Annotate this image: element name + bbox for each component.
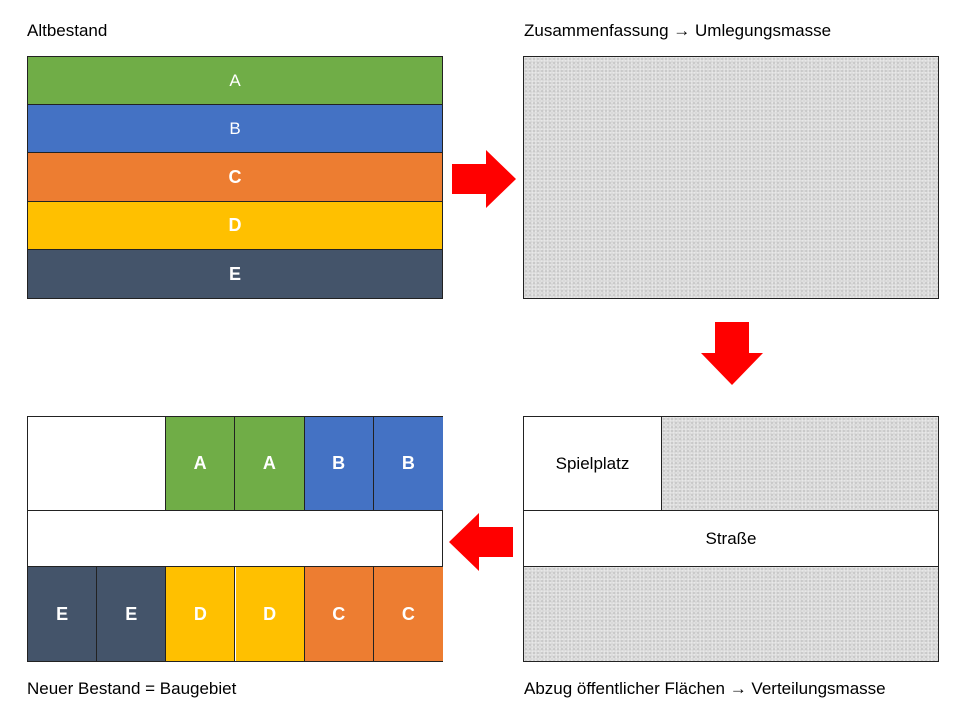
- plot-a: A: [166, 417, 236, 510]
- arrow-down-icon: [701, 322, 763, 385]
- arrow-right-icon: [452, 150, 516, 208]
- altbestand-strip-e: E: [28, 250, 442, 298]
- arrow-right-shape: [452, 150, 516, 208]
- label-umlegungsmasse: Zusammenfassung → Umlegungsmasse: [524, 21, 832, 40]
- label-verteilungsmasse: Abzug öffentlicher Flächen → Verteilungs…: [524, 679, 886, 698]
- label-altbestand: Altbestand: [27, 21, 108, 40]
- road-strip: [28, 511, 442, 567]
- umlegungsmasse-panel: [523, 56, 939, 299]
- altbestand-strip-d: D: [28, 202, 442, 250]
- verteilung-gray-bottom: [524, 567, 938, 661]
- arrow-down-shape: [701, 322, 763, 385]
- plot-d: D: [166, 567, 236, 661]
- plot-b: B: [373, 417, 443, 510]
- plot-e: E: [97, 567, 167, 661]
- arrow-left-icon: [449, 513, 513, 571]
- altbestand-strip-c: C: [28, 153, 442, 202]
- altbestand-strip-a: A: [28, 57, 442, 105]
- strasse-area: Straße: [524, 511, 938, 567]
- plot-c: C: [304, 567, 374, 661]
- verteilungsmasse-panel: Spielplatz Straße: [523, 416, 939, 662]
- label-neuer-bestand: Neuer Bestand = Baugebiet: [27, 679, 237, 698]
- plot-a: A: [235, 417, 305, 510]
- spielplatz-area: Spielplatz: [524, 417, 662, 511]
- plot-e: E: [28, 567, 98, 661]
- plot-c: C: [373, 567, 443, 661]
- plot-d: D: [235, 567, 305, 661]
- verteilung-gray-top: [662, 417, 938, 511]
- plot-b: B: [304, 417, 374, 510]
- arrow-left-shape: [449, 513, 513, 571]
- altbestand-strip-b: B: [28, 105, 442, 153]
- empty-plot: [28, 417, 166, 511]
